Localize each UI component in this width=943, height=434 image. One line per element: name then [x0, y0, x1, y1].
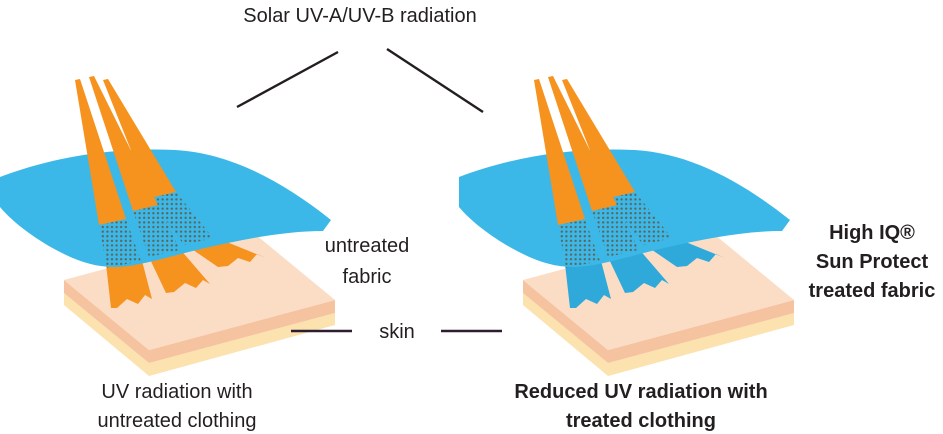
- untreated-fabric-label-line2: fabric: [343, 266, 392, 288]
- diagram-title: Solar UV-A/UV-B radiation: [243, 5, 476, 27]
- treated-fabric-label-line1: High IQ®: [829, 222, 915, 244]
- title-connector-right: [386, 47, 484, 114]
- right-caption-line2: treated clothing: [566, 410, 716, 432]
- untreated-fabric-illustration: [0, 76, 335, 376]
- title-connector-left: [236, 50, 339, 109]
- right-caption-line1: Reduced UV radiation with: [514, 381, 767, 403]
- left-caption-line2: untreated clothing: [97, 410, 256, 432]
- treated-fabric-label-line3: treated fabric: [809, 280, 936, 302]
- untreated-fabric-label-line1: untreated: [325, 235, 410, 257]
- left-caption-line1: UV radiation with: [101, 381, 252, 403]
- treated-fabric-illustration: [459, 76, 794, 376]
- treated-fabric-label-line2: Sun Protect: [816, 251, 929, 273]
- skin-label: skin: [379, 321, 415, 343]
